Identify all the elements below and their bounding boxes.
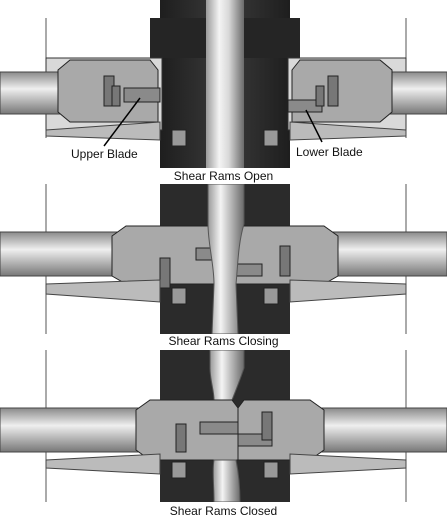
- piston-rod-right: [329, 231, 447, 277]
- piston-rod-left: [0, 407, 147, 453]
- ram-bolts: [103, 75, 339, 107]
- upper-blade-leader: [103, 97, 141, 147]
- ram-block-right: [237, 399, 325, 461]
- lower-blade-leader: [305, 109, 323, 143]
- caption-closing: Shear Rams Closing: [168, 334, 279, 348]
- lower-blade-label: Lower Blade: [296, 145, 363, 159]
- upper-blade: [199, 421, 239, 435]
- diagram-panel-open: [0, 0, 447, 168]
- piston-rod-left: [0, 71, 63, 115]
- upper-blade: [123, 87, 161, 103]
- diagram-panel-closed: [0, 350, 447, 502]
- piston-rod-right: [303, 407, 447, 453]
- drill-pipe: [206, 0, 244, 168]
- diagram-panel-closing: [0, 184, 447, 334]
- caption-open: Shear Rams Open: [173, 169, 274, 183]
- drill-pipe-lower: [212, 459, 241, 502]
- drill-pipe: [207, 184, 245, 334]
- upper-blade-label: Upper Blade: [71, 147, 138, 161]
- piston-rod-right: [387, 71, 447, 115]
- bop-lower-flare: [45, 121, 161, 141]
- caption-closed: Shear Rams Closed: [169, 504, 278, 518]
- piston-rod-left: [0, 231, 121, 277]
